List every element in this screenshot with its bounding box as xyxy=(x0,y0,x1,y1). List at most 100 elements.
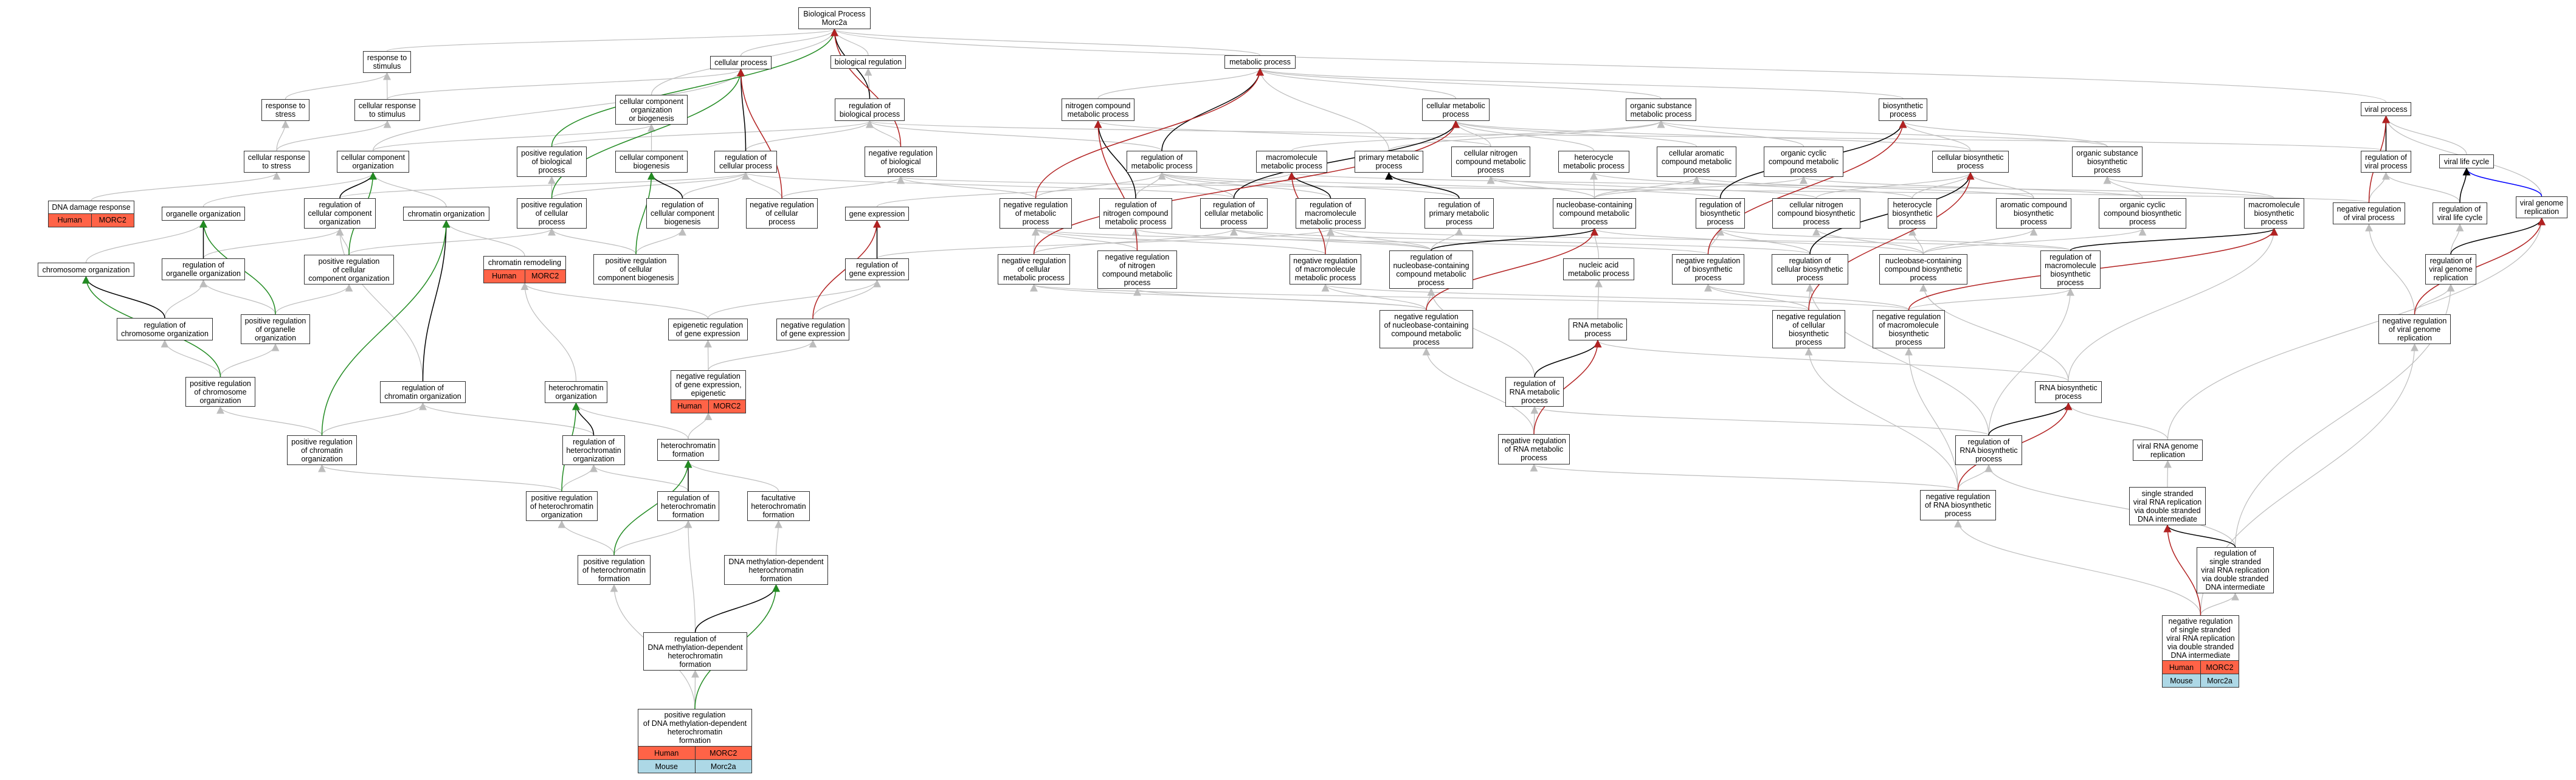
go-term-node-reg-nitro[interactable]: regulation of nitrogen compound metaboli… xyxy=(1099,198,1172,229)
go-term-node-cell-arom-meta[interactable]: cellular aromatic compound metabolic pro… xyxy=(1657,147,1736,177)
go-term-node-reg-prim-meta[interactable]: regulation of primary metabolic process xyxy=(1424,198,1494,229)
go-term-node-reg-bp[interactable]: regulation of biological process xyxy=(835,98,905,121)
go-term-node-pos-reg-ccb[interactable]: positive regulation of cellular componen… xyxy=(593,254,679,285)
go-term-node-reg-viral[interactable]: regulation of viral process xyxy=(2361,151,2411,173)
go-term-node-hetero-org[interactable]: heterochromatin organization xyxy=(545,381,607,403)
go-term-node-n-bp[interactable]: Biological Process Morc2a xyxy=(798,7,871,29)
go-term-node-pos-reg-chromatin-org[interactable]: positive regulation of chromatin organiz… xyxy=(287,435,357,465)
go-term-node-pos-reg-dna-meth[interactable]: positive regulation of DNA methylation-d… xyxy=(638,709,752,773)
go-term-node-prim-meta[interactable]: primary metabolic process xyxy=(1355,151,1423,173)
go-term-node-neg-reg-gene-expr[interactable]: negative regulation of gene expression xyxy=(776,319,849,340)
go-term-node-reg-macro-biosyn[interactable]: regulation of macromolecule biosynthetic… xyxy=(2040,250,2101,289)
go-term-node-nitro[interactable]: nitrogen compound metabolic process xyxy=(1062,98,1134,121)
go-term-node-cell-biosyn[interactable]: cellular biosynthetic process xyxy=(1932,151,2009,173)
go-term-node-neg-reg-ge-epi[interactable]: negative regulation of gene expression, … xyxy=(671,370,746,413)
go-term-node-biosyn[interactable]: biosynthetic process xyxy=(1879,98,1927,121)
go-term-node-viral-genome[interactable]: viral genome replication xyxy=(2516,196,2567,218)
go-term-node-ccob[interactable]: cellular component organization or bioge… xyxy=(615,95,688,125)
go-term-node-viral-rna-gr[interactable]: viral RNA genome replication xyxy=(2133,440,2203,461)
go-term-node-neg-reg-nitro[interactable]: negative regulation of nitrogen compound… xyxy=(1097,250,1177,289)
go-term-node-pos-reg-hetero-org[interactable]: positive regulation of heterochromatin o… xyxy=(526,491,598,521)
go-term-node-reg-org-org[interactable]: regulation of organelle organization xyxy=(162,258,245,280)
go-term-node-dna-meth-hetero[interactable]: DNA methylation-dependent heterochromati… xyxy=(724,555,828,585)
go-term-node-reg-dna-meth[interactable]: regulation of DNA methylation-dependent … xyxy=(643,632,747,671)
go-term-node-neg-reg-cp[interactable]: negative regulation of cellular process xyxy=(746,198,818,229)
go-term-node-macro-meta[interactable]: macromolecule metabolic process xyxy=(1256,151,1327,173)
go-term-node-reg-meta[interactable]: regulation of metabolic process xyxy=(1127,151,1197,173)
go-term-node-bio-reg[interactable]: biological regulation xyxy=(830,55,906,69)
annotation-gene[interactable]: Morc2a xyxy=(694,760,752,773)
go-term-node-neg-reg-macro-biosyn[interactable]: negative regulation of macromolecule bio… xyxy=(1873,310,1945,348)
go-term-node-rna-meta[interactable]: RNA metabolic process xyxy=(1569,319,1627,340)
go-term-node-fac-hetero[interactable]: facultative heterochromatin formation xyxy=(747,491,810,521)
annotation-gene[interactable]: MORC2 xyxy=(708,399,746,413)
go-term-node-gene-expr[interactable]: gene expression xyxy=(845,207,909,221)
go-term-node-chrom-org[interactable]: chromatin organization xyxy=(403,207,489,221)
go-term-node-cell-proc[interactable]: cellular process xyxy=(710,56,772,69)
go-term-node-pos-reg-bp[interactable]: positive regulation of biological proces… xyxy=(517,147,587,177)
go-term-node-macro-biosyn[interactable]: macromolecule biosynthetic process xyxy=(2244,198,2304,229)
go-term-node-rna-biosyn[interactable]: RNA biosynthetic process xyxy=(2035,381,2102,403)
go-term-node-reg-macro-meta[interactable]: regulation of macromolecule metabolic pr… xyxy=(1296,198,1366,229)
go-term-node-reg-chromo-org[interactable]: regulation of chromosome organization xyxy=(117,318,213,340)
go-term-node-resp-stress[interactable]: response to stress xyxy=(261,99,309,121)
go-term-node-org-sub-biosyn[interactable]: organic substance biosynthetic process xyxy=(2072,147,2143,177)
go-term-node-ss-viral[interactable]: single stranded viral RNA replication vi… xyxy=(2129,487,2206,525)
go-term-node-pos-reg-chromo-org[interactable]: positive regulation of chromosome organi… xyxy=(185,377,255,407)
go-term-node-hetero-meta[interactable]: heterocycle metabolic process xyxy=(1558,151,1629,173)
go-term-node-cell-nitro-meta[interactable]: cellular nitrogen compound metabolic pro… xyxy=(1451,147,1530,177)
go-term-node-neg-reg-biosyn[interactable]: negative regulation of biosynthetic proc… xyxy=(1672,254,1744,285)
go-term-node-cell-resp-stress[interactable]: cellular response to stress xyxy=(244,151,309,173)
go-term-node-reg-cp[interactable]: regulation of cellular process xyxy=(714,151,777,173)
go-term-node-cell-meta[interactable]: cellular metabolic process xyxy=(1422,98,1490,121)
go-term-node-reg-biosyn[interactable]: regulation of biosynthetic process xyxy=(1696,198,1745,229)
go-term-node-reg-cco[interactable]: regulation of cellular component organiz… xyxy=(304,198,376,229)
go-term-node-pos-reg-cp[interactable]: positive regulation of cellular process xyxy=(517,198,587,229)
go-term-node-neg-reg-nuc-meta[interactable]: negative regulation of nucleobase-contai… xyxy=(1380,310,1473,348)
go-term-node-reg-ss-viral[interactable]: regulation of single stranded viral RNA … xyxy=(2197,547,2274,593)
go-term-node-org-cyc-biosyn[interactable]: organic cyclic compound biosynthetic pro… xyxy=(2099,198,2186,229)
go-term-node-reg-ccb[interactable]: regulation of cellular component biogene… xyxy=(646,198,719,229)
annotation-gene[interactable]: MORC2 xyxy=(694,747,752,759)
go-term-node-reg-rna-meta[interactable]: regulation of RNA metabolic process xyxy=(1505,377,1564,407)
go-term-node-neg-reg-meta[interactable]: negative regulation of metabolic process xyxy=(1000,198,1072,229)
go-term-node-reg-cell-biosyn[interactable]: regulation of cellular biosynthetic proc… xyxy=(1772,254,1848,285)
go-term-node-meta[interactable]: metabolic process xyxy=(1224,55,1296,69)
go-term-node-pos-reg-org-org[interactable]: positive regulation of organelle organiz… xyxy=(241,314,310,344)
go-term-node-cco[interactable]: cellular component organization xyxy=(337,151,409,173)
go-term-node-nucleic[interactable]: nucleic acid metabolic process xyxy=(1563,258,1634,280)
go-term-node-reg-nuc-meta[interactable]: regulation of nucleobase-containing comp… xyxy=(1389,250,1473,289)
go-term-node-neg-reg-rna-meta[interactable]: negative regulation of RNA metabolic pro… xyxy=(1498,434,1570,464)
go-term-node-reg-viral-life[interactable]: regulation of viral life cycle xyxy=(2433,202,2487,224)
go-term-node-hetero-biosyn[interactable]: heterocycle biosynthetic process xyxy=(1888,198,1937,229)
go-term-node-viral-life[interactable]: viral life cycle xyxy=(2439,154,2494,168)
go-term-node-hetero-form[interactable]: heterochromatin formation xyxy=(657,439,719,461)
go-term-node-pos-reg-hetero-form[interactable]: positive regulation of heterochromatin f… xyxy=(578,555,651,585)
annotation-gene[interactable]: MORC2 xyxy=(91,213,134,227)
go-term-node-resp-stim[interactable]: response to stimulus xyxy=(363,51,411,73)
go-term-node-cell-nitro-biosyn[interactable]: cellular nitrogen compound biosynthetic … xyxy=(1772,198,1860,229)
go-term-node-neg-reg-bp[interactable]: negative regulation of biological proces… xyxy=(865,147,937,177)
go-term-node-pos-reg-cco[interactable]: positive regulation of cellular componen… xyxy=(304,255,394,285)
go-term-node-reg-gene-expr[interactable]: regulation of gene expression xyxy=(845,258,909,280)
go-term-node-org-sub-meta[interactable]: organic substance metabolic process xyxy=(1626,98,1696,121)
go-term-node-neg-reg-ss-viral[interactable]: negative regulation of single stranded v… xyxy=(2162,615,2239,688)
go-term-node-org-cyc-meta[interactable]: organic cyclic compound metabolic proces… xyxy=(1764,147,1843,177)
go-term-node-org-org[interactable]: organelle organization xyxy=(162,207,245,221)
go-term-node-neg-reg-macro-meta[interactable]: negative regulation of macromolecule met… xyxy=(1290,254,1361,285)
go-term-node-neg-reg-cell-meta[interactable]: negative regulation of cellular metaboli… xyxy=(998,254,1070,285)
go-term-node-reg-cell-meta[interactable]: regulation of cellular metabolic process xyxy=(1200,198,1268,229)
annotation-gene[interactable]: Morc2a xyxy=(2200,674,2239,687)
go-term-node-chromosome-org[interactable]: chromosome organization xyxy=(38,263,134,277)
go-term-node-reg-hetero-org[interactable]: regulation of heterochromatin organizati… xyxy=(562,435,625,465)
go-term-node-reg-rna-biosyn[interactable]: regulation of RNA biosynthetic process xyxy=(1955,435,2022,465)
go-term-node-viral-proc[interactable]: viral process xyxy=(2361,102,2411,116)
go-term-node-ccb[interactable]: cellular component biogenesis xyxy=(615,151,688,173)
go-term-node-nuc-meta[interactable]: nucleobase-containing compound metabolic… xyxy=(1553,198,1636,229)
go-term-node-arom-biosyn[interactable]: aromatic compound biosynthetic process xyxy=(1996,198,2071,229)
annotation-gene[interactable]: MORC2 xyxy=(524,269,566,283)
go-term-node-cell-resp-stim[interactable]: cellular response to stimulus xyxy=(354,99,420,121)
go-term-node-neg-reg-vgr[interactable]: negative regulation of viral genome repl… xyxy=(2378,314,2451,344)
